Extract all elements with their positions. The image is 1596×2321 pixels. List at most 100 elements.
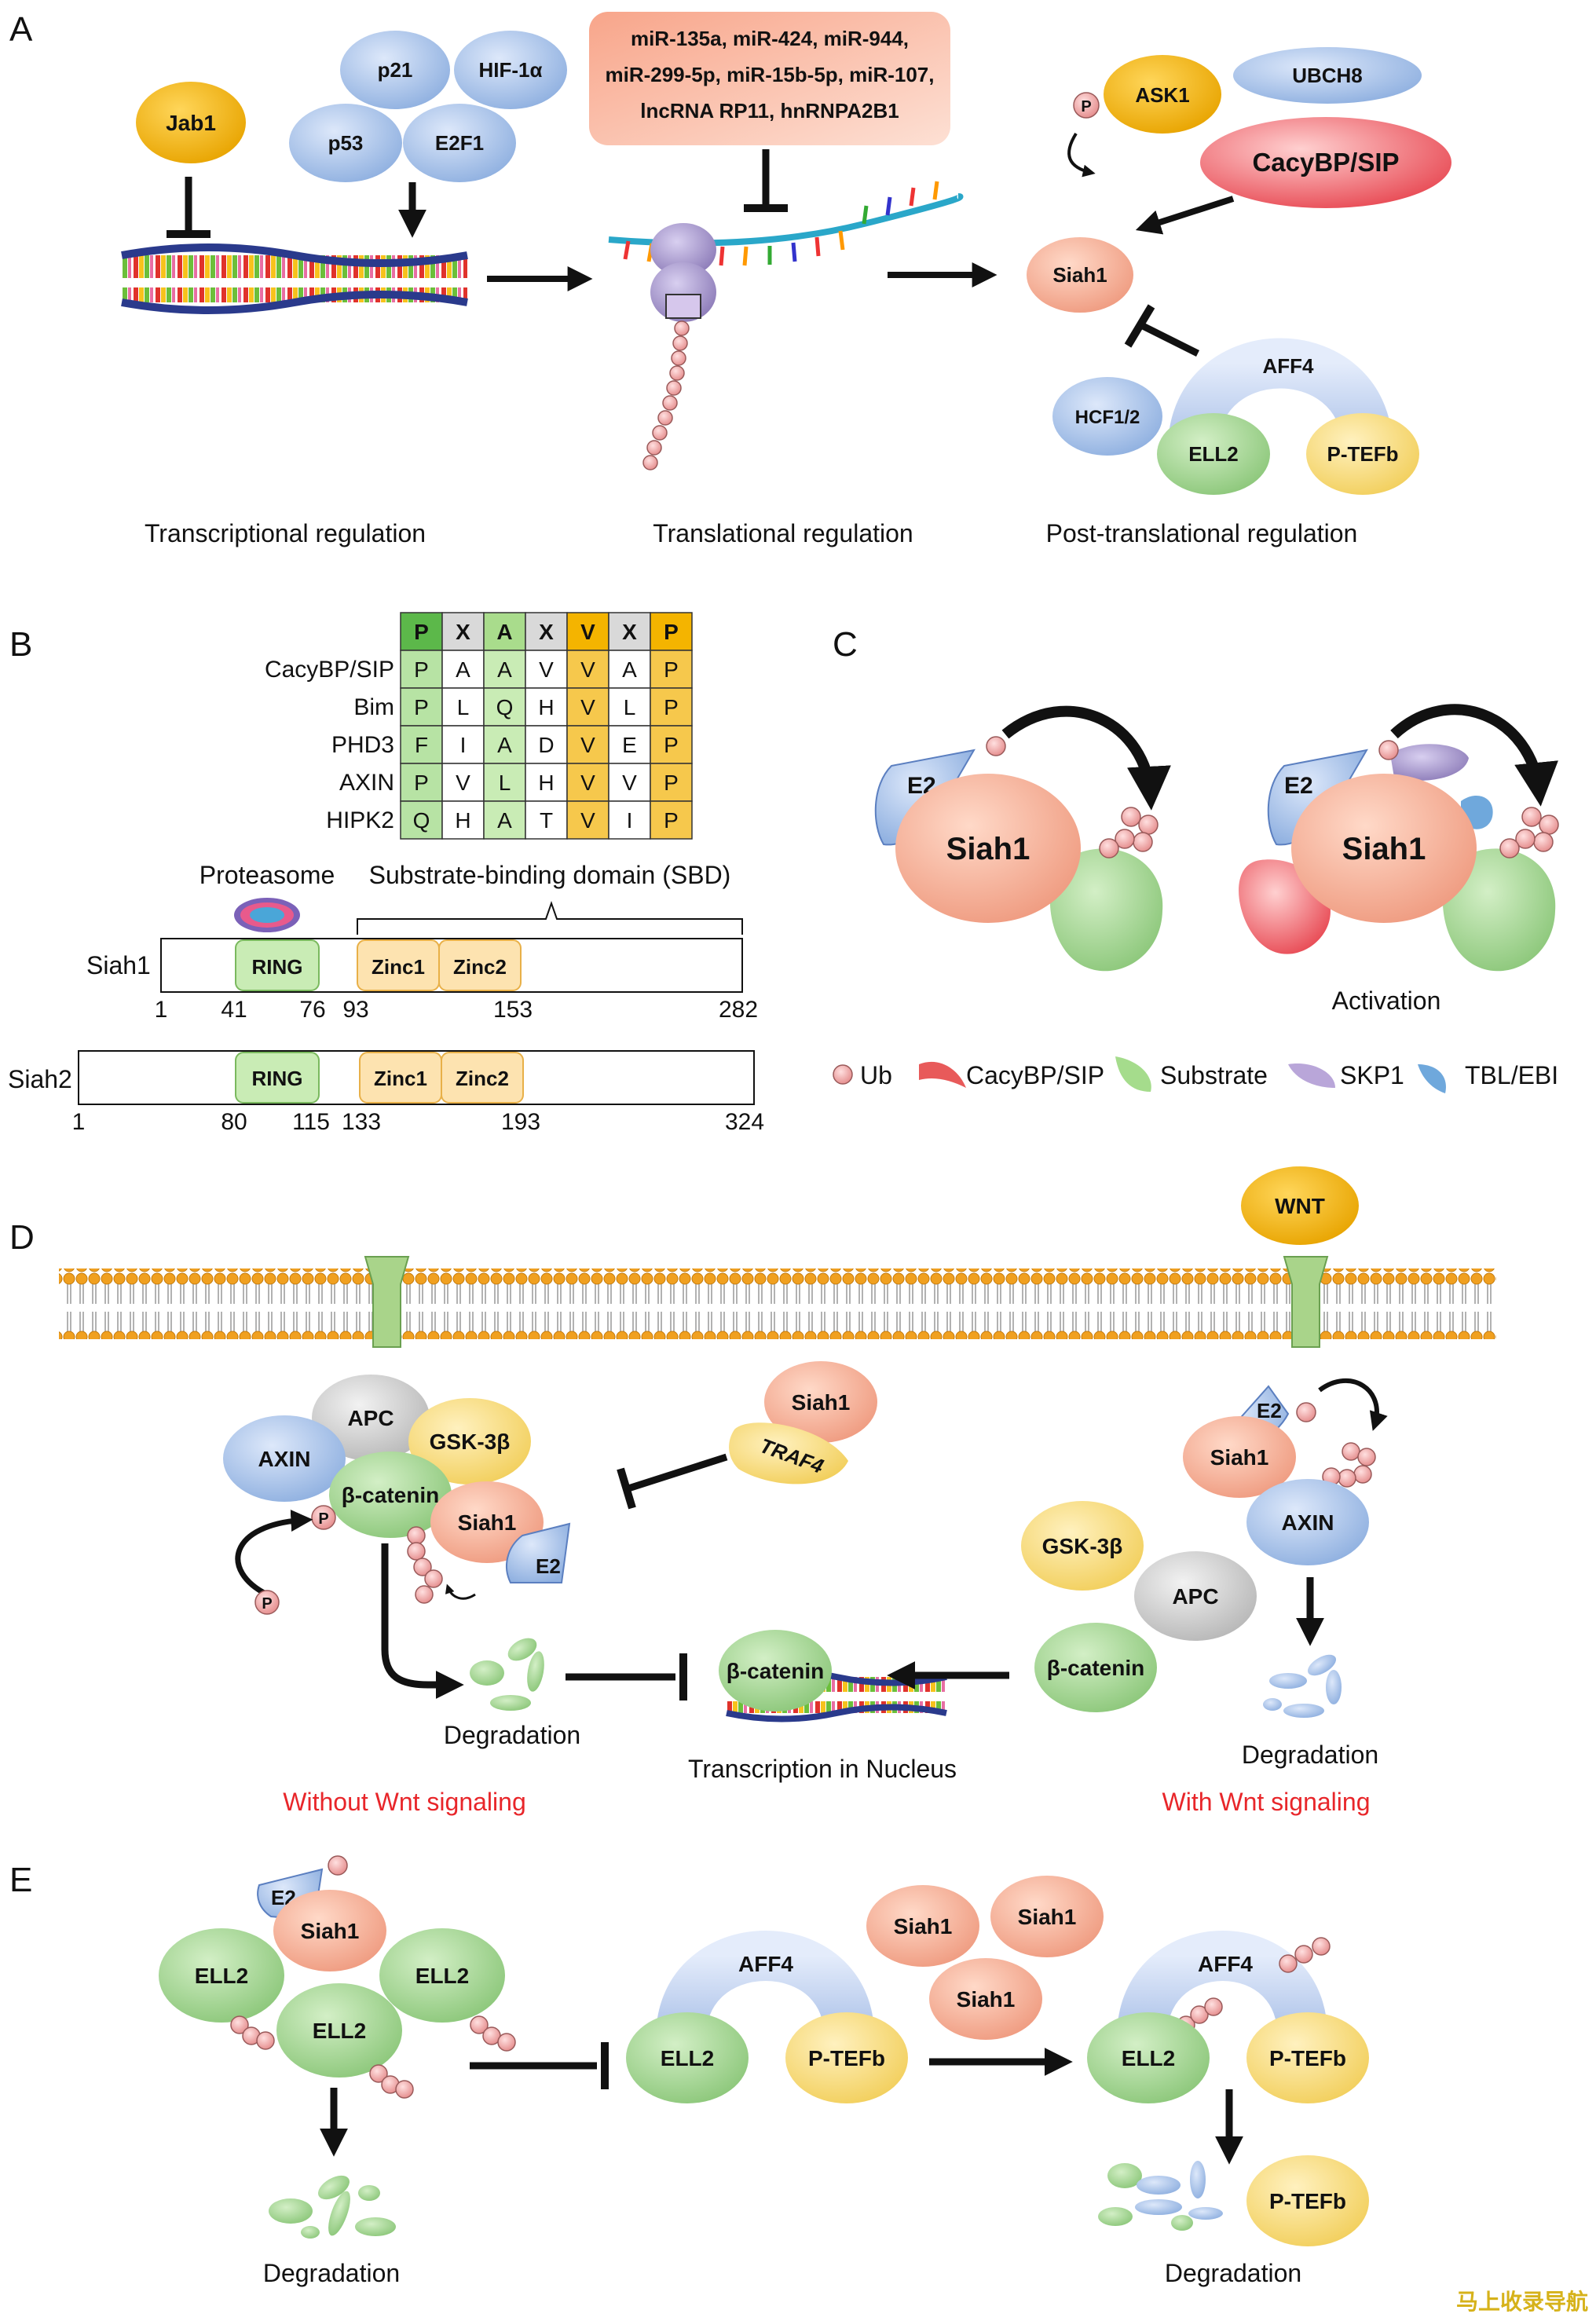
phospho-arrow xyxy=(1067,132,1096,178)
ubch8-label: UBCH8 xyxy=(1292,64,1363,87)
apc-d1-node xyxy=(312,1375,430,1461)
motif-header-cell xyxy=(525,612,568,651)
motif-cell-letter: T xyxy=(540,808,553,833)
p21-label: p21 xyxy=(378,58,413,82)
ribosome-mrna xyxy=(608,181,964,470)
motif-cell-letter: V xyxy=(580,657,595,682)
tick-label: 324 xyxy=(725,1109,764,1135)
e2-d1-label: E2 xyxy=(536,1554,561,1578)
transcription-label: Transcription in Nucleus xyxy=(688,1755,957,1783)
mirna-line-1: miR-135a, miR-424, miR-944, xyxy=(631,27,909,50)
motif-cell-letter: P xyxy=(664,733,679,757)
ub-transfer-arrow-c1 xyxy=(1001,705,1171,811)
tick-label: 1 xyxy=(155,997,168,1023)
motif-cell-letter: V xyxy=(580,771,595,795)
motif-cell xyxy=(650,763,693,802)
motif-cell-letter: A xyxy=(497,657,512,682)
degradation-d2-label: Degradation xyxy=(1242,1741,1378,1769)
motif-cell xyxy=(608,763,651,802)
hif1a-node xyxy=(454,31,567,109)
motif-cell-letter: V xyxy=(622,771,637,795)
sbd-label: Substrate-binding domain (SBD) xyxy=(369,861,731,889)
mirna-line-2: miR-299-5p, miR-15b-5p, miR-107, xyxy=(605,63,934,86)
motif-header-letter: V xyxy=(580,620,595,644)
siah1-d2-node xyxy=(764,1361,877,1443)
ub-transfer-arrow-d2 xyxy=(1318,1378,1388,1431)
motif-cell-letter: F xyxy=(415,733,428,757)
bcatenin-nuclear-node xyxy=(719,1630,832,1711)
motif-cell-letter: I xyxy=(460,733,467,757)
tick-label: 80 xyxy=(221,1109,247,1135)
panel-c-letter: C xyxy=(833,625,858,664)
phospho-d-free xyxy=(254,1590,280,1615)
legend-cacybp-icon xyxy=(919,1061,966,1088)
motif-cell-letter: V xyxy=(580,695,595,719)
ub-e1 xyxy=(328,1855,348,1876)
axin-d1-node xyxy=(223,1415,346,1502)
aff4-arc-e2 xyxy=(1117,1931,1328,2053)
motif-cell-letter: V xyxy=(456,771,470,795)
motif-cell-letter: P xyxy=(664,657,679,682)
motif-header-letter: X xyxy=(539,620,554,644)
bcatenin-d2-node xyxy=(1034,1623,1157,1712)
bcatenin-d1-label: β-catenin xyxy=(342,1483,439,1507)
tick-label: 115 xyxy=(292,1109,330,1135)
siah1-d3-label: Siah1 xyxy=(1210,1445,1269,1470)
motif-cell xyxy=(400,650,443,689)
phospho-node xyxy=(1073,92,1100,119)
motif-cell-letter: V xyxy=(580,733,595,757)
siah1-zinc1-label: Zinc1 xyxy=(372,955,425,979)
ub-transfer-arrow-c2 xyxy=(1390,704,1558,807)
ell2-e1-node xyxy=(159,1928,284,2023)
legend-tbl-icon xyxy=(1418,1064,1446,1093)
ell2-e5-label: ELL2 xyxy=(1122,2046,1175,2070)
motif-cell-letter: P xyxy=(414,771,429,795)
siah1-e3-node xyxy=(990,1876,1104,1957)
ell2-e3-node xyxy=(276,1983,402,2078)
tick-label: 76 xyxy=(299,997,325,1023)
motif-header-cell xyxy=(566,612,609,651)
ubch8-node xyxy=(1233,47,1422,104)
degradation-e2-label: Degradation xyxy=(1165,2259,1301,2287)
cacybp-label: CacyBP/SIP xyxy=(1252,148,1399,177)
mirna-line-3: lncRNA RP11, hnRNPA2B1 xyxy=(640,99,899,123)
jab1-node xyxy=(136,82,246,163)
ell2-e4-node xyxy=(626,2012,749,2103)
e2-d2-label: E2 xyxy=(1257,1399,1282,1422)
bcatenin-d2-label: β-catenin xyxy=(1047,1656,1144,1680)
motif-cell xyxy=(650,725,693,764)
tick-label: 41 xyxy=(221,997,247,1023)
caption-translational: Translational regulation xyxy=(653,519,913,547)
substrate-c2 xyxy=(1442,848,1556,972)
siah1-ring-label: RING xyxy=(252,955,303,979)
ub-chain-c2 xyxy=(1499,807,1559,858)
degradation-fragments-d1 xyxy=(470,1638,544,1711)
motif-cell xyxy=(525,687,568,727)
motif-header-cell xyxy=(400,612,443,651)
with-wnt-label: With Wnt signaling xyxy=(1162,1788,1371,1816)
motif-header-letter: P xyxy=(664,620,679,644)
legend-tbl-label: TBL/EBI xyxy=(1465,1061,1558,1089)
phosphorylation-arrow xyxy=(235,1510,313,1598)
legend-skp1-icon xyxy=(1288,1063,1335,1088)
ptefb-e1-node xyxy=(785,2012,908,2103)
e2f1-node xyxy=(403,104,516,182)
panel-a-letter: A xyxy=(9,10,33,49)
traf4-inhibit-bar xyxy=(617,1467,636,1510)
wnt-node xyxy=(1241,1166,1359,1245)
motif-cell-letter: V xyxy=(580,808,595,833)
motif-cell xyxy=(441,725,485,764)
ub-chain-c1 xyxy=(1099,807,1159,858)
ub-chain-d2 xyxy=(1322,1442,1376,1488)
siah1-c2-label: Siah1 xyxy=(1342,832,1426,866)
activation-label: Activation xyxy=(1332,987,1441,1015)
motif-row-name: AXIN xyxy=(339,770,394,796)
e2-c2-label: E2 xyxy=(1284,773,1313,799)
siah1-d1-label: Siah1 xyxy=(458,1510,517,1535)
siah1-a-label: Siah1 xyxy=(1052,263,1107,287)
tick-label: 193 xyxy=(501,1109,540,1135)
ask1-node xyxy=(1104,55,1221,134)
motif-cell-letter: Q xyxy=(413,808,430,833)
ub-d2 xyxy=(1296,1402,1316,1422)
cell-membrane xyxy=(59,1268,1496,1339)
